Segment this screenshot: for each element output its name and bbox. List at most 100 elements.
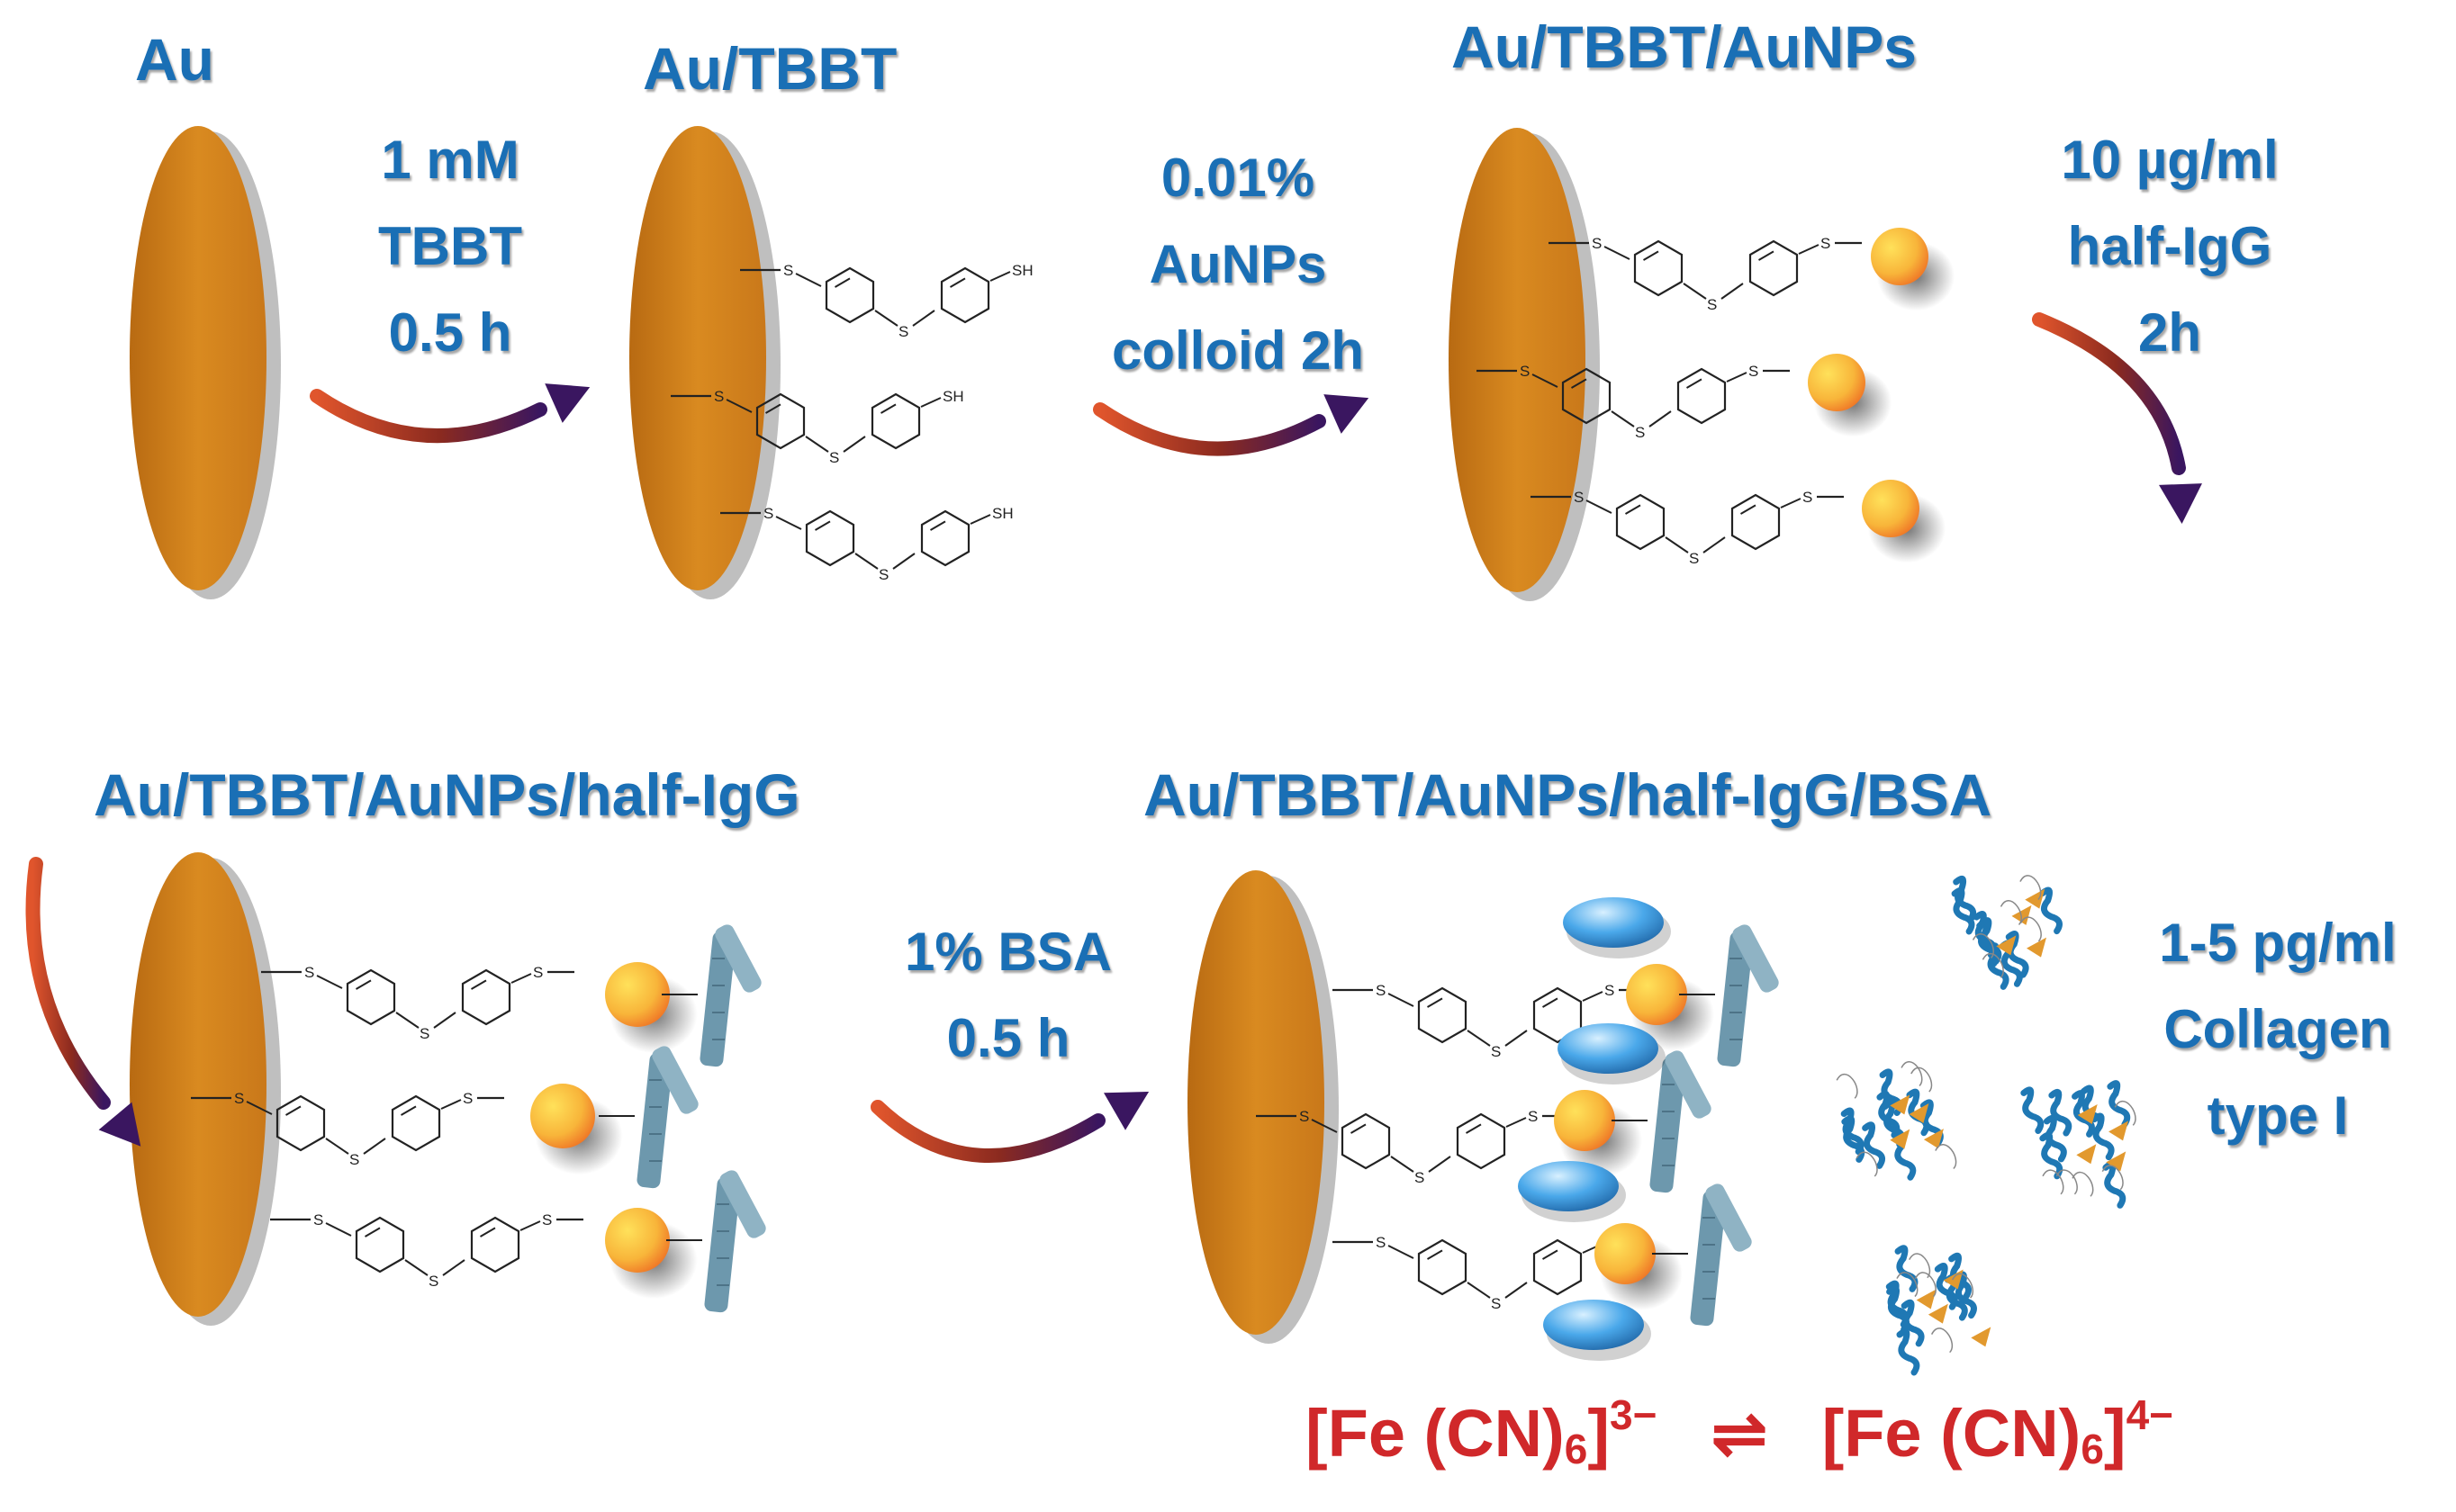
sulfur-atom-label: S <box>1528 1108 1538 1125</box>
step-3-line-2: half-IgG <box>2067 216 2272 276</box>
step-1-line-1: 1 mM <box>381 130 519 190</box>
bond <box>246 1101 273 1115</box>
collagen-molecule <box>1951 875 2063 990</box>
tbbt-molecule: SSS <box>1530 489 1844 567</box>
collagen-loop <box>1935 1144 1957 1170</box>
bond <box>442 1259 465 1276</box>
bond <box>510 973 532 984</box>
sulfur-atom-label: S <box>542 1211 552 1228</box>
collagen-loop <box>2042 1169 2064 1195</box>
ring-double-bond <box>929 520 946 531</box>
tbbt-molecule: SSS <box>1549 235 1862 313</box>
benzene-ring <box>805 509 855 567</box>
bond <box>519 1220 541 1231</box>
gold-electrode <box>130 126 266 590</box>
sulfur-atom-label: S <box>783 262 793 279</box>
bond <box>1648 410 1672 428</box>
collagen-sheet <box>2025 888 2045 909</box>
gold-nanoparticle <box>1871 228 1928 285</box>
bsa-molecule <box>1563 897 1664 948</box>
bond <box>316 975 343 989</box>
bond <box>325 1222 352 1237</box>
ring-double-bond <box>1570 378 1587 389</box>
collagen-loop <box>1951 1273 1974 1299</box>
sulfur-atom-label: S <box>1376 1234 1386 1251</box>
benzene-ring <box>871 392 921 450</box>
gold-nanoparticle <box>1808 354 1865 411</box>
collagen-loop <box>1930 1328 1954 1354</box>
antibody-heavy-chain <box>637 1052 673 1189</box>
step-2-line-1: 0.01% <box>1160 148 1315 208</box>
antibody-heavy-chain <box>704 1176 741 1313</box>
sulfur-atom-label: S <box>1802 489 1812 506</box>
bond <box>1582 991 1603 1002</box>
half-igg-fragment <box>1612 1050 1711 1193</box>
gold-nanoparticle <box>1626 964 1687 1025</box>
step-1-conditions: 1 mM TBBT 0.5 h <box>356 117 545 376</box>
stage-label-aunps: Au/TBBT/AuNPs <box>1451 14 1917 80</box>
benzene-ring <box>1633 239 1684 297</box>
bond <box>920 397 942 408</box>
arrow-head <box>1104 1092 1150 1130</box>
step-2-conditions: 0.01% AuNPs colloid 2h <box>1076 135 1400 394</box>
collagen-helix <box>1901 1299 1925 1347</box>
ring-double-bond <box>1541 1249 1558 1260</box>
redox-ferrocyanide: [Fe (CN)6]4− <box>1821 1391 2174 1472</box>
step-4-line-1: 1% BSA <box>904 922 1113 982</box>
antibody-light-chain <box>1665 1050 1711 1119</box>
bond <box>1611 410 1635 428</box>
collagen-molecule <box>1885 1245 1991 1376</box>
bond <box>892 553 916 570</box>
ring-double-bond <box>1685 378 1702 389</box>
collagen-sheet <box>1890 1094 1910 1115</box>
half-igg-fragment <box>662 924 762 1067</box>
step-2-line-3: colloid 2h <box>1111 320 1365 381</box>
sulfur-atom-label: S <box>313 1211 323 1228</box>
tbbt-molecule: SSS <box>191 1090 504 1168</box>
step-5-conditions: 1-5 pg/ml Collagen type I <box>2116 900 2440 1159</box>
bond <box>775 516 802 530</box>
benzene-ring <box>1417 1238 1467 1296</box>
collagen-loop <box>1972 933 1994 958</box>
benzene-ring <box>1532 1238 1583 1296</box>
sulfur-atom-label: S <box>879 566 889 583</box>
bond <box>363 1138 386 1155</box>
gold-nanoparticle <box>1594 1223 1656 1284</box>
step-3-conditions: 10 µg/ml half-IgG 2h <box>2017 117 2323 376</box>
collagen-loop <box>2114 1100 2136 1126</box>
sulfur-atom-label: S <box>1414 1169 1424 1186</box>
bond <box>1387 1245 1414 1259</box>
antibody-heavy-chain <box>1717 931 1754 1067</box>
collagen-helix <box>2020 1086 2045 1134</box>
ring-double-bond <box>834 277 851 288</box>
benzene-ring <box>461 968 511 1026</box>
antibody-heavy-chain <box>700 931 736 1067</box>
redox-couple: [Fe (CN)6]3− ⇌ [Fe (CN)6]4− <box>1305 1390 2173 1473</box>
collagen-loop <box>1914 1272 1937 1298</box>
collagen-helix <box>1896 1328 1920 1376</box>
collagen-loop <box>1896 1272 1919 1298</box>
ring-double-bond <box>1757 250 1774 261</box>
step-5-line-1: 1-5 pg/ml <box>2159 913 2397 973</box>
benzene-ring <box>1748 239 1799 297</box>
bond <box>843 436 866 453</box>
ring-double-bond <box>355 979 372 990</box>
stage-label-tbbt: Au/TBBT <box>643 35 898 102</box>
bond <box>1726 372 1747 382</box>
benzene-ring <box>346 968 396 1026</box>
benzene-ring <box>1341 1112 1391 1170</box>
sulfur-atom-label: S <box>1592 235 1602 252</box>
sulfur-atom-label: S <box>829 449 839 466</box>
collagen-helix <box>2048 1088 2072 1137</box>
sulfur-atom-label: S <box>463 1090 473 1107</box>
collagen-helix <box>2080 1084 2104 1133</box>
step-2-line-2: AuNPs <box>1149 234 1327 294</box>
gold-electrode <box>629 126 766 590</box>
sulfur-atom-label: S <box>898 323 908 340</box>
gold-nanoparticle <box>1862 480 1919 537</box>
benzene-ring <box>391 1094 441 1152</box>
gold-electrode <box>1187 870 1324 1335</box>
gold-nanoparticle <box>530 1084 595 1148</box>
